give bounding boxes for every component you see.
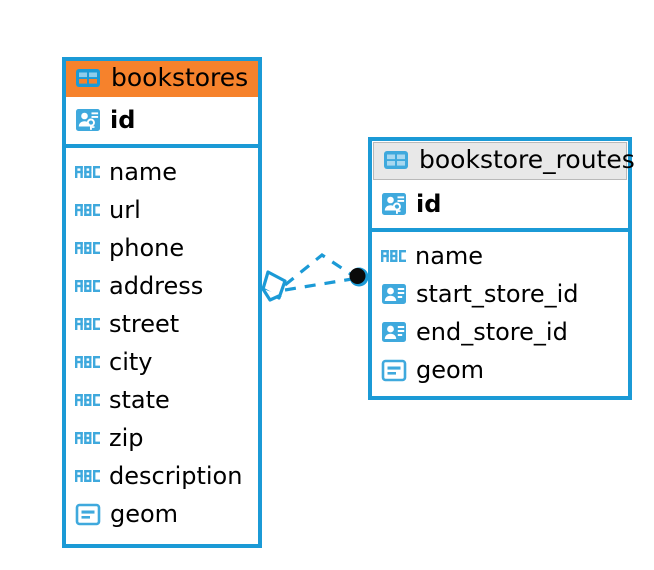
field-row[interactable]: geom [380, 351, 620, 389]
table-card-bookstores[interactable]: bookstores id [62, 57, 262, 548]
field-row[interactable]: address [74, 267, 250, 305]
text-type-icon [74, 464, 101, 488]
text-type-icon [74, 160, 101, 184]
foreign-key-icon [380, 280, 408, 308]
primary-key-icon [380, 190, 408, 218]
field-label: phone [109, 233, 185, 262]
foreign-key-icon [380, 318, 408, 346]
field-label-id: id [110, 105, 136, 134]
circle-marker [349, 267, 369, 287]
primary-key-section-bookstore-routes: id [372, 181, 628, 232]
text-type-icon [74, 312, 101, 336]
table-icon [74, 64, 102, 92]
table-card-bookstore-routes[interactable]: bookstore_routes id [368, 137, 635, 400]
field-row[interactable]: city [74, 343, 250, 381]
fields-section-bookstores: name url phone address street city state zip des… [66, 148, 258, 544]
field-label: zip [109, 423, 144, 452]
field-label: street [109, 309, 180, 338]
text-type-icon [74, 426, 101, 450]
relationship-line-lower [284, 277, 353, 292]
field-row[interactable]: start_store_id [380, 275, 620, 313]
field-label: name [109, 157, 178, 186]
field-label: name [415, 241, 484, 270]
field-row[interactable]: name [74, 153, 250, 191]
field-row-id[interactable]: id [380, 185, 620, 223]
geometry-type-icon [380, 356, 408, 384]
text-type-icon [380, 244, 407, 268]
field-label-id: id [416, 189, 442, 218]
field-label: city [109, 347, 153, 376]
field-label: state [109, 385, 170, 414]
field-label: address [109, 271, 204, 300]
table-title: bookstore_routes [419, 145, 635, 174]
table-title: bookstores [111, 63, 249, 92]
field-label: geom [110, 499, 179, 528]
field-row-id[interactable]: id [74, 101, 250, 139]
text-type-icon [74, 236, 101, 260]
relationship-line-upper [283, 253, 353, 287]
primary-key-icon [74, 106, 102, 134]
field-row[interactable]: description [74, 457, 250, 495]
field-row[interactable]: street [74, 305, 250, 343]
field-row[interactable]: name [380, 237, 620, 275]
field-row[interactable]: phone [74, 229, 250, 267]
field-label: url [109, 195, 141, 224]
field-row[interactable]: geom [74, 495, 250, 533]
field-label: start_store_id [416, 279, 579, 308]
table-header-bookstore-routes[interactable]: bookstore_routes [373, 142, 635, 180]
field-label: end_store_id [416, 317, 568, 346]
field-label: geom [416, 355, 485, 384]
geometry-type-icon [74, 500, 102, 528]
table-header-bookstores[interactable]: bookstores [66, 61, 258, 97]
field-row[interactable]: url [74, 191, 250, 229]
field-row[interactable]: zip [74, 419, 250, 457]
diamond-marker [261, 270, 287, 302]
text-type-icon [74, 274, 101, 298]
text-type-icon [74, 198, 101, 222]
field-row[interactable]: end_store_id [380, 313, 620, 351]
text-type-icon [74, 350, 101, 374]
text-type-icon [74, 388, 101, 412]
primary-key-section-bookstores: id [66, 97, 258, 148]
field-label: description [109, 461, 243, 490]
table-icon [382, 146, 410, 174]
field-row[interactable]: state [74, 381, 250, 419]
